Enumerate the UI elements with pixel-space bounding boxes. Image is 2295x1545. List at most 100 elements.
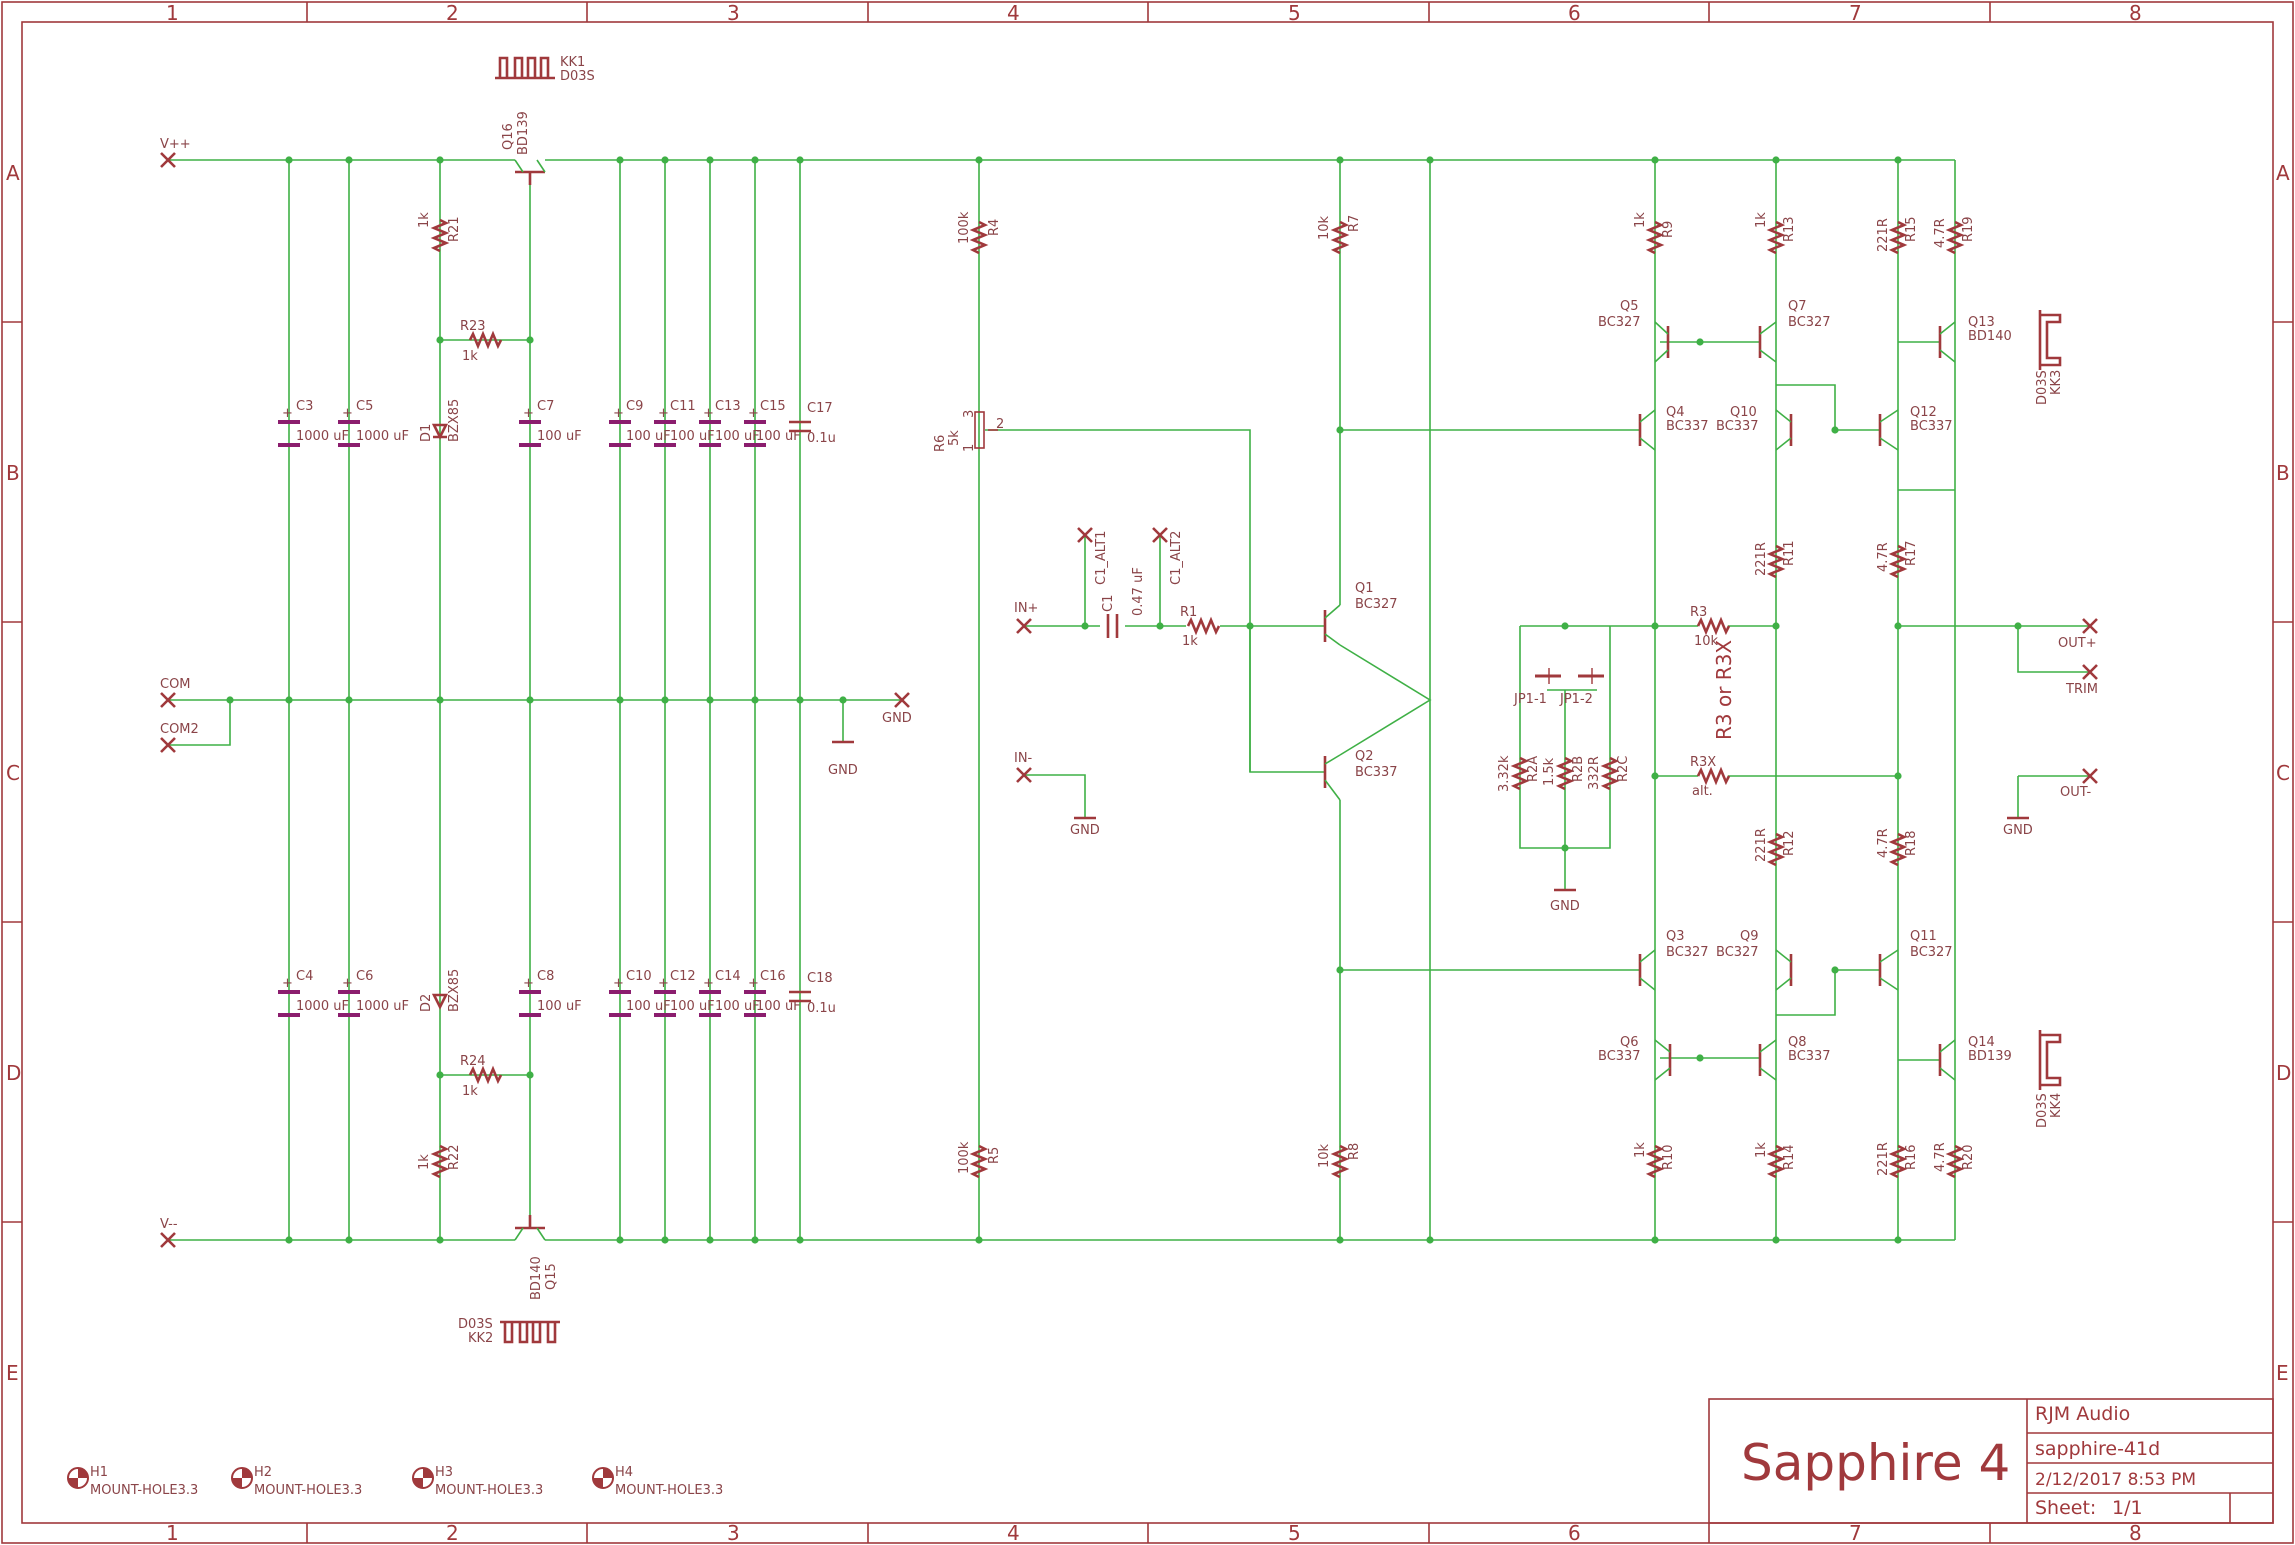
h4-name: H4: [615, 1465, 633, 1480]
r2c-value: 332R: [1587, 756, 1602, 790]
q4-name: Q4: [1666, 405, 1685, 420]
port-com[interactable]: COM: [160, 677, 191, 708]
port-c1-alt1[interactable]: C1_ALT1: [1077, 527, 1109, 585]
resistor-r14: 1k R14: [1754, 1142, 1797, 1179]
company-name: RJM Audio: [2035, 1403, 2130, 1425]
col-label: 5: [1288, 1521, 1301, 1545]
resistor-r23: R23 1k: [460, 319, 503, 364]
svg-text:+: +: [748, 976, 759, 991]
h4-value: MOUNT-HOLE3.3: [615, 1483, 723, 1498]
transistor-q10: Q10 BC337: [1716, 405, 1793, 451]
transistor-q15: BD140 Q15: [514, 1215, 559, 1300]
c4-name: C4: [296, 969, 313, 984]
trimmer-r6[interactable]: R6 5k 3 2 1: [933, 410, 1004, 452]
zener-d2: D2 BZX85: [419, 969, 462, 1012]
jumper-jp1-1[interactable]: JP1-1: [1513, 668, 1561, 707]
gnd-symbol-4: GND: [2003, 816, 2033, 838]
r2b-name: R2B: [1571, 756, 1586, 782]
c12-name: C12: [670, 969, 696, 984]
jumper-jp1-2[interactable]: JP1-2: [1559, 668, 1604, 707]
kk4-name: KK4: [2049, 1093, 2064, 1118]
q16-name: Q16: [501, 123, 516, 150]
kk2-value: D03S: [458, 1317, 493, 1332]
file-name: sapphire-41d: [2035, 1438, 2160, 1460]
transistor-q16: Q16 BD139: [501, 111, 546, 185]
c16-name: C16: [760, 969, 786, 984]
resistor-r16: 221R R16: [1876, 1142, 1919, 1179]
q2-name: Q2: [1355, 749, 1374, 764]
heatsink-kk4: D03S KK4: [2035, 1030, 2064, 1128]
transistor-q9: Q9 BC327: [1716, 929, 1793, 991]
port-vpp-label: V++: [160, 137, 191, 152]
r17-value: 4.7R: [1876, 542, 1891, 572]
port-in-plus[interactable]: IN+: [1014, 601, 1038, 634]
date-stamp: 2/12/2017 8:53 PM: [2035, 1470, 2196, 1490]
r4-value: 100k: [957, 211, 972, 244]
kk3-name: KK3: [2049, 370, 2064, 395]
capacitor-c1: C1 0.47 uF: [1100, 567, 1146, 640]
r23-value: 1k: [462, 349, 478, 364]
port-trim[interactable]: TRIM: [2065, 664, 2098, 697]
capacitor-c18: C18 0.1u: [789, 971, 836, 1016]
c18-value: 0.1u: [807, 1001, 836, 1016]
r6-pin2: 2: [996, 417, 1004, 432]
c13-name: C13: [715, 399, 741, 414]
transistor-q7: Q7 BC327: [1758, 299, 1831, 363]
col-label: 8: [2129, 1521, 2142, 1545]
capacitor-c8: + C8 100 uF: [519, 969, 582, 1017]
r12-value: 221R: [1754, 828, 1769, 862]
transistor-q2: Q2 BC337: [1323, 749, 1398, 801]
resistor-r22: 1k R22: [417, 1144, 462, 1179]
resistor-r20: 4.7R R20: [1933, 1142, 1976, 1179]
resistor-r13: 1k R13: [1754, 212, 1797, 255]
port-in-minus[interactable]: IN-: [1014, 751, 1033, 783]
q6-name: Q6: [1620, 1035, 1639, 1050]
drawing-title: Sapphire 4: [1741, 1434, 2010, 1492]
svg-text:+: +: [282, 976, 293, 991]
r10-value: 1k: [1633, 1142, 1648, 1158]
port-vmm[interactable]: V--: [160, 1217, 178, 1248]
row-labels: A B C D E A B C D E: [6, 161, 2291, 1385]
in-plus-label: IN+: [1014, 601, 1038, 616]
r2a-name: R2A: [1526, 756, 1541, 782]
r19-value: 4.7R: [1933, 218, 1948, 248]
port-gnd[interactable]: GND: [882, 692, 912, 726]
col-label: 8: [2129, 1, 2142, 25]
r12-name: R12: [1782, 830, 1797, 856]
q13-name: Q13: [1968, 315, 1995, 330]
q10-value: BC337: [1716, 419, 1759, 434]
r3-value: 10k: [1694, 634, 1719, 649]
q6-value: BC337: [1598, 1049, 1641, 1064]
capacitor-c17: C17 0.1u: [789, 401, 836, 446]
c7-value: 100 uF: [537, 429, 582, 444]
r1-name: R1: [1180, 605, 1197, 620]
port-out-plus[interactable]: OUT+: [2058, 618, 2098, 651]
capacitor-c4: + C4 1000 uF: [278, 969, 349, 1017]
svg-text:+: +: [658, 406, 669, 421]
c3-name: C3: [296, 399, 313, 414]
q15-name: Q15: [544, 1263, 559, 1290]
heatsink-kk1: KK1 D03S: [495, 55, 595, 84]
trim-label: TRIM: [2065, 682, 2098, 697]
port-vpp[interactable]: V++: [160, 137, 191, 168]
r18-name: R18: [1904, 830, 1919, 856]
row-label: A: [6, 161, 20, 185]
col-label: 7: [1849, 1521, 1862, 1545]
transistor-q12: Q12 BC337: [1878, 405, 1953, 451]
port-out-minus[interactable]: OUT-: [2060, 768, 2098, 800]
capacitor-c16: + C16 100 uF: [744, 969, 801, 1017]
port-com2[interactable]: COM2: [160, 722, 199, 753]
mount-hole-h1: H1 MOUNT-HOLE3.3: [67, 1465, 198, 1498]
column-labels-bottom: 1 2 3 4 5 6 7 8: [166, 1521, 2142, 1545]
r2b-value: 1.5k: [1542, 757, 1557, 786]
port-vmm-label: V--: [160, 1217, 178, 1232]
c6-value: 1000 uF: [356, 999, 409, 1014]
capacitor-c14: + C14 100 uF: [699, 969, 760, 1017]
r13-name: R13: [1782, 216, 1797, 242]
resistor-r4: 100k R4: [957, 211, 1002, 255]
jp1-2-label: JP1-2: [1559, 692, 1593, 707]
resistor-r2c: 332R R2C: [1587, 756, 1631, 791]
resistor-r18: 4.7R R18: [1876, 828, 1919, 867]
port-c1-alt2[interactable]: C1_ALT2: [1152, 527, 1184, 585]
r24-name: R24: [460, 1054, 486, 1069]
